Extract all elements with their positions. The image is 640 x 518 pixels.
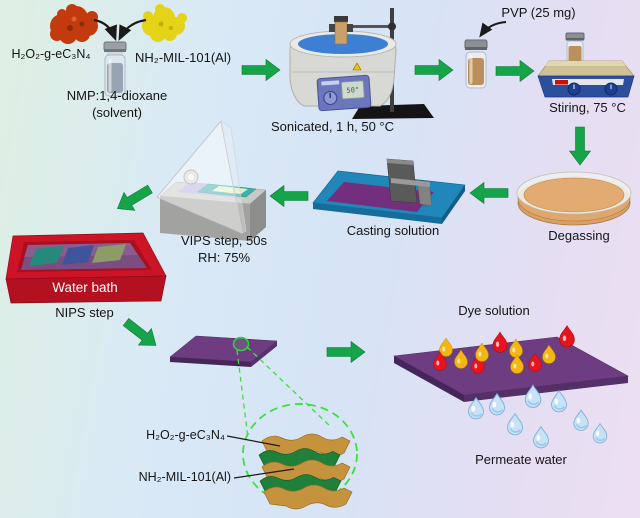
label-water-bath: Water bath bbox=[52, 280, 118, 295]
stirrer-hotplate bbox=[537, 60, 635, 98]
label-h2o2-material: H₂O₂-g-eC₃N₄ bbox=[11, 47, 91, 61]
black-arrow-red-to-vial bbox=[93, 18, 117, 42]
red-powder-pile bbox=[50, 4, 98, 44]
label-casting-step: Casting solution bbox=[346, 223, 440, 238]
petri-dish bbox=[516, 171, 632, 226]
label-inset-mof: NH₂-MIL-101(Al) bbox=[138, 470, 231, 484]
water-droplet bbox=[573, 409, 589, 432]
label-mof-material: NH₂-MIL-101(Al) bbox=[135, 50, 232, 65]
leader-line-h2o2 bbox=[226, 435, 281, 447]
green-arrow-downleft-icon bbox=[111, 179, 156, 219]
zoom-connector-line bbox=[236, 349, 249, 439]
water-bath bbox=[5, 232, 167, 304]
label-vips-step-line2: RH: 75% bbox=[197, 250, 251, 265]
label-dye-solution: Dye solution bbox=[458, 303, 530, 318]
warning-triangle-icon bbox=[352, 62, 362, 71]
bath-membrane-teal bbox=[29, 246, 64, 266]
sonicator-display bbox=[340, 80, 365, 100]
label-solvent-line1: NMP:1,4-dioxane bbox=[66, 88, 168, 103]
label-solvent-line2: (solvent) bbox=[92, 105, 142, 120]
bath-membrane-olive bbox=[92, 244, 126, 263]
green-arrow-right-icon bbox=[326, 341, 366, 363]
mixing-vial bbox=[103, 41, 127, 97]
cast-membrane bbox=[169, 335, 278, 367]
pvp-vial bbox=[464, 39, 488, 89]
svg-text:50°: 50° bbox=[346, 86, 359, 95]
label-nips-step: NIPS step bbox=[55, 305, 114, 320]
label-pvp: PVP (25 mg) bbox=[501, 5, 576, 20]
water-droplet bbox=[532, 425, 550, 449]
green-arrow-right-icon bbox=[495, 60, 535, 82]
water-droplet bbox=[506, 412, 524, 436]
dye-droplet-red bbox=[558, 325, 576, 348]
water-droplet bbox=[550, 389, 568, 413]
zoom-circle-icon bbox=[232, 336, 250, 352]
label-sonicated-step: Sonicated, 1 h, 50 °C bbox=[271, 119, 394, 134]
label-inset-h2o2: H₂O₂-g-eC₃N₄ bbox=[146, 428, 225, 442]
label-permeate-water: Permeate water bbox=[475, 452, 567, 467]
yellow-powder-pile bbox=[142, 4, 187, 42]
stirrer-vial bbox=[565, 32, 585, 66]
label-stirring-step: Stiring, 75 °C bbox=[549, 100, 626, 115]
vips-chamber bbox=[156, 119, 267, 241]
tan-sheet bbox=[263, 484, 353, 510]
sonicator-knob bbox=[323, 90, 338, 105]
casting-knife bbox=[386, 158, 433, 207]
clamped-vial bbox=[329, 16, 353, 45]
sonicator: 50° bbox=[289, 16, 397, 112]
green-arrow-left-icon bbox=[269, 185, 309, 207]
green-arrow-down-icon bbox=[569, 126, 591, 166]
dye-droplet-red bbox=[492, 331, 508, 354]
dye-droplet-yellow bbox=[439, 337, 453, 357]
green-arrow-left-icon bbox=[469, 182, 509, 204]
leader-line-mof bbox=[233, 468, 295, 479]
black-arrow-yellow-to-vial bbox=[118, 18, 147, 41]
label-vips-step-line1: VIPS step, 50s bbox=[181, 233, 267, 248]
green-arrow-right-icon bbox=[414, 59, 454, 81]
sonicator-control-panel: 50° bbox=[316, 74, 372, 112]
stirrer-display bbox=[555, 80, 568, 85]
zoom-connector-line bbox=[246, 346, 332, 428]
label-degassing-step: Degassing bbox=[548, 228, 610, 243]
bath-membrane-blue bbox=[62, 245, 94, 265]
black-arrow-pvp-to-vial bbox=[479, 21, 507, 38]
water-droplet bbox=[592, 422, 608, 444]
vips-membrane bbox=[212, 186, 248, 194]
